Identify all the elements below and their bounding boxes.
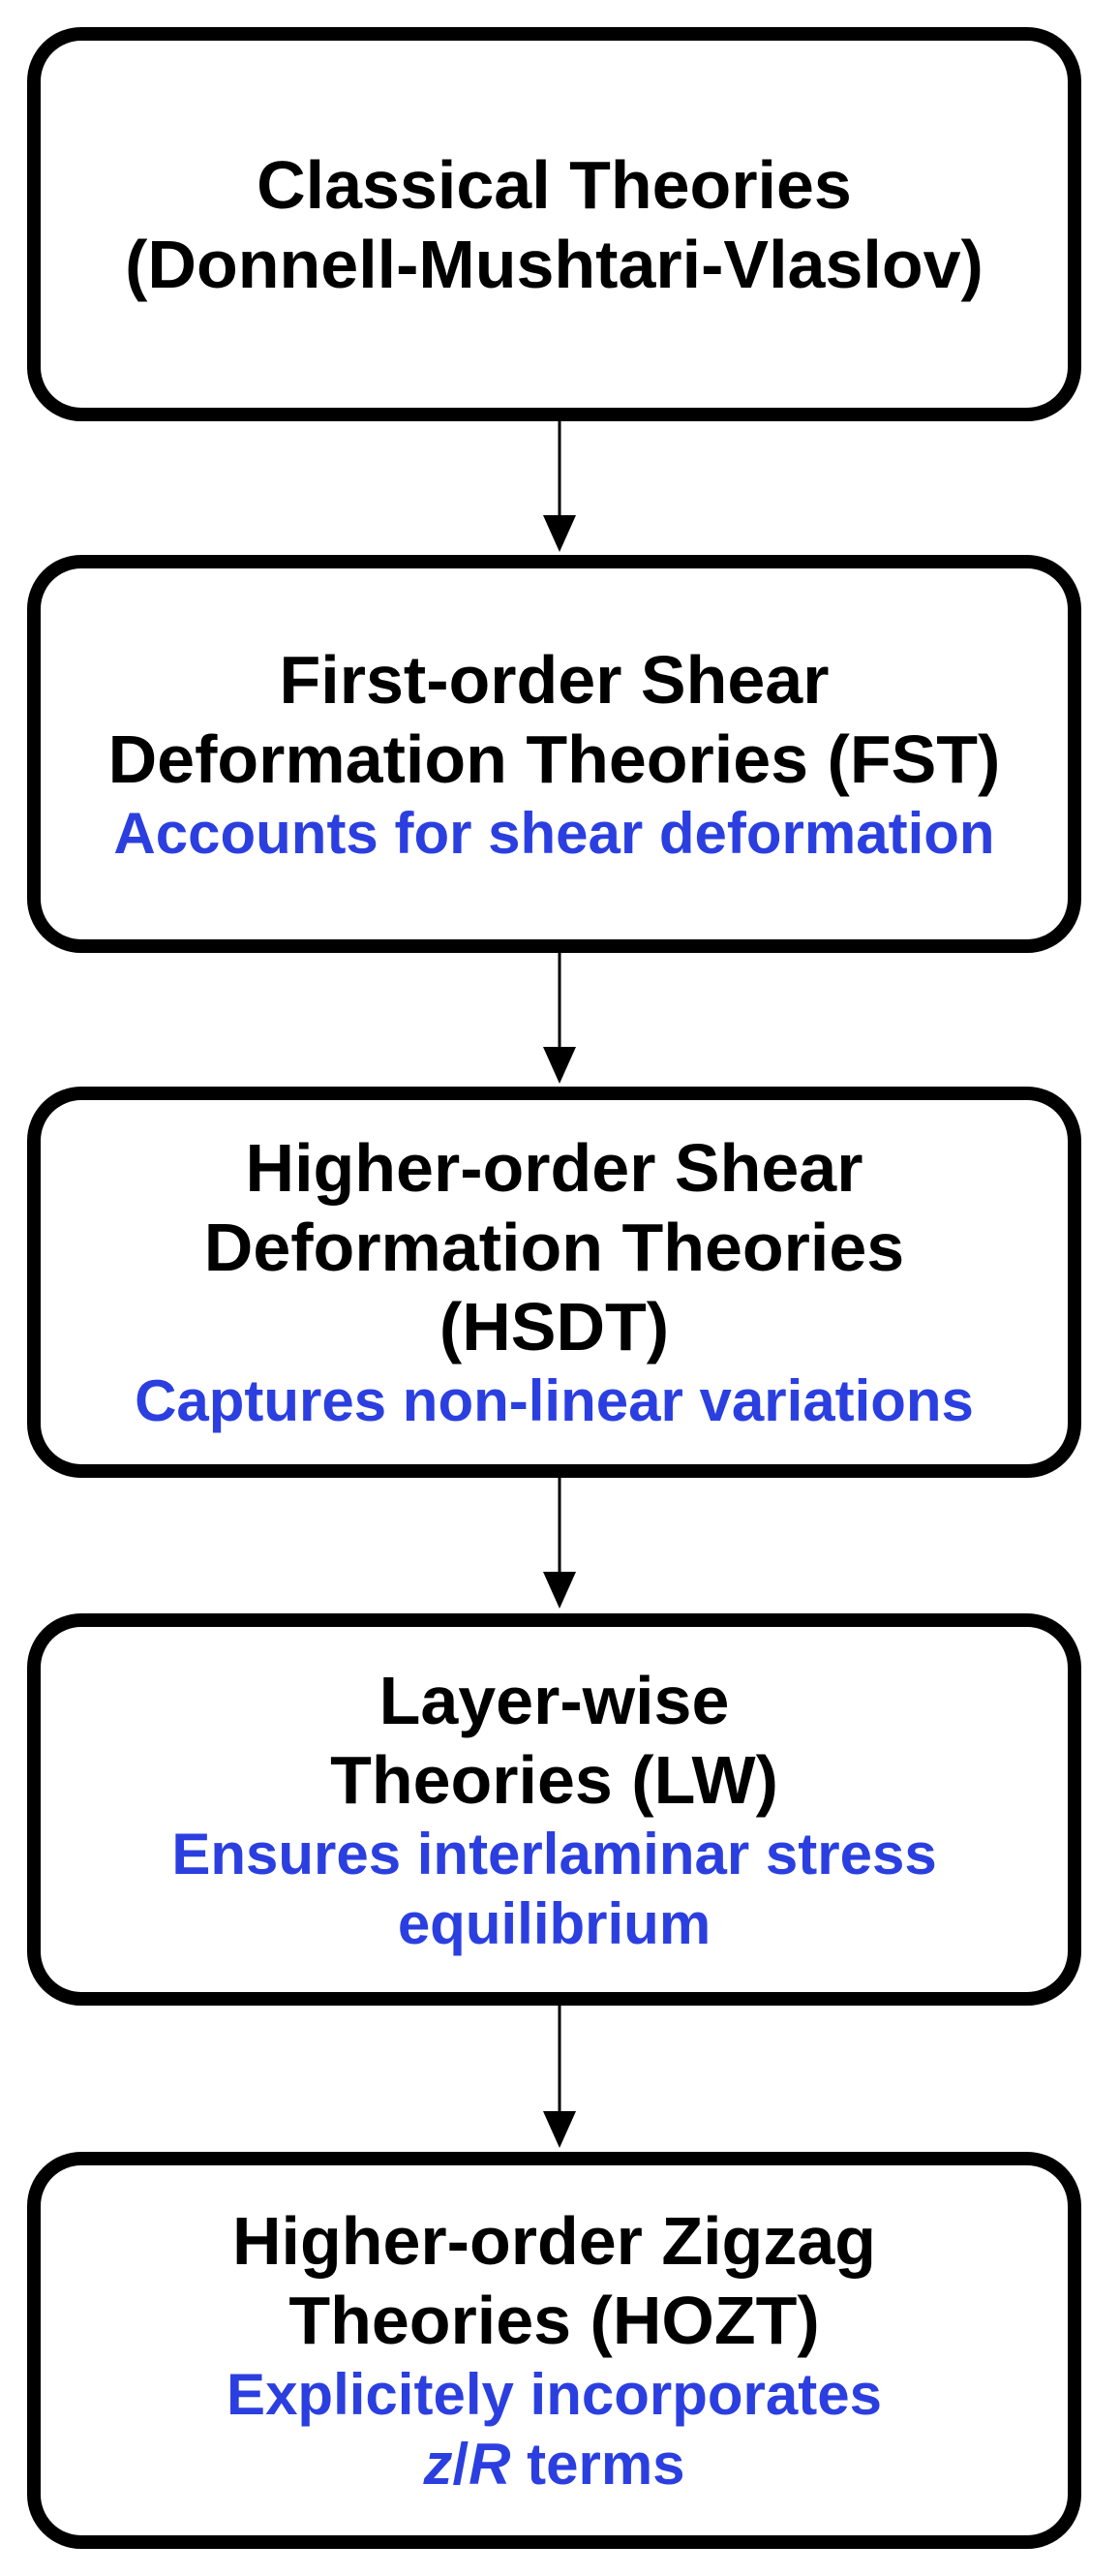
- node-title-line: Layer-wise: [378, 1662, 730, 1738]
- node-title-line: Higher-order Zigzag: [231, 2203, 877, 2279]
- arrow-head: [543, 1572, 576, 1609]
- node-higher-order-zigzag: Higher-order Zigzag Theories (HOZT) Expl…: [27, 2152, 1081, 2549]
- arrow-head: [543, 515, 576, 552]
- node-title-line: First-order Shear: [279, 641, 830, 718]
- slash: /: [452, 2432, 469, 2497]
- flow-arrow: [543, 953, 576, 1084]
- terms-suffix: terms: [510, 2432, 685, 2497]
- node-title-line: Theories (LW): [330, 1741, 778, 1818]
- node-description-rich: z/R terms: [423, 2430, 684, 2499]
- node-description: equilibrium: [397, 1890, 711, 1956]
- arrow-head: [543, 2111, 576, 2148]
- node-layer-wise: Layer-wise Theories (LW) Ensures interla…: [27, 1613, 1081, 2006]
- node-description: Accounts for shear deformation: [113, 800, 995, 866]
- arrow-head: [543, 1047, 576, 1084]
- node-title-line: Deformation Theories: [203, 1210, 905, 1285]
- node-description: Explicitely incorporates: [227, 2362, 882, 2427]
- node-title-line: (Donnell-Mushtari-Vlaslov): [125, 226, 984, 302]
- variable-r: R: [469, 2432, 511, 2497]
- node-first-order-shear: First-order Shear Deformation Theories (…: [27, 555, 1081, 953]
- node-title-line: Deformation Theories (FST): [107, 721, 1001, 797]
- node-classical-theories: Classical Theories (Donnell-Mushtari-Vla…: [27, 27, 1081, 421]
- node-title-line: Theories (HOZT): [288, 2283, 820, 2358]
- variable-z: z: [423, 2432, 453, 2497]
- node-description: Captures non-linear variations: [135, 1368, 974, 1433]
- node-title-line: Higher-order Shear: [245, 1130, 863, 1206]
- node-title-line: (HSDT): [439, 1289, 670, 1365]
- flow-arrow: [543, 1478, 576, 1609]
- node-title-line: Classical Theories: [257, 146, 852, 223]
- node-description: Ensures interlaminar stress: [171, 1821, 937, 1886]
- node-higher-order-shear: Higher-order Shear Deformation Theories …: [27, 1087, 1081, 1478]
- flow-arrow: [543, 421, 576, 552]
- flow-arrow: [543, 2006, 576, 2148]
